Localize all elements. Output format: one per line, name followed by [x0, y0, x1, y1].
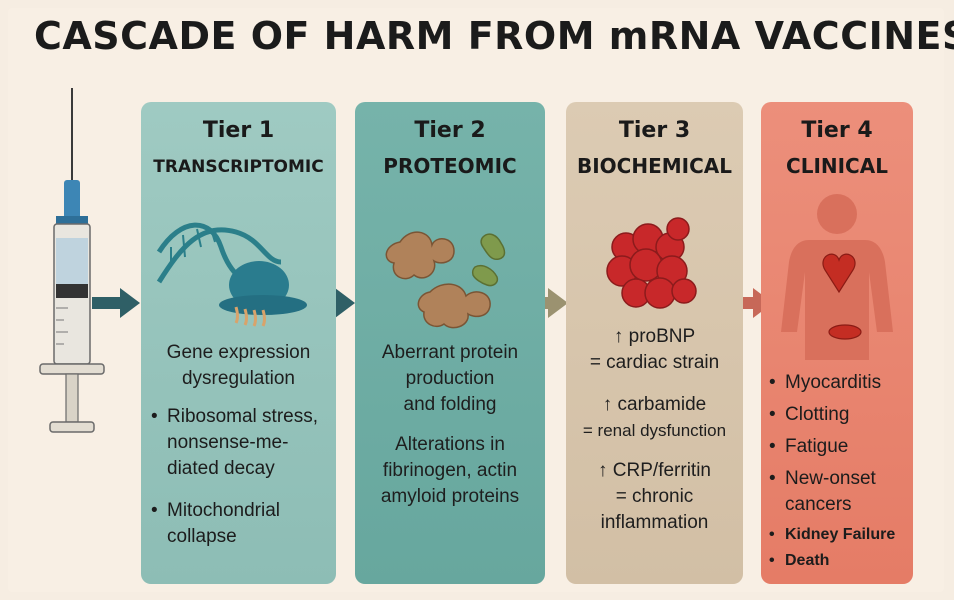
- tier4-bullet: •Clotting: [769, 404, 850, 425]
- tier1-name: TRANSCRIPTOMIC: [153, 157, 324, 177]
- tier2-line2: fibrinogen, actin: [382, 460, 518, 481]
- tier2-panel: Tier 2 PROTEOMIC Aberrant protein produc…: [355, 102, 545, 584]
- tier4-label: Tier 4: [801, 118, 873, 143]
- tier1-bullet-text: diated decay: [167, 458, 275, 479]
- tier3-marker-effect: inflammation: [600, 512, 709, 533]
- up-arrow-icon: ↑: [602, 394, 613, 415]
- tier1-bullet-text: Mitochondrial: [167, 500, 280, 521]
- tier3-marker: ↑ CRP/ferritin = chronic inflammation: [566, 458, 743, 536]
- tier4-bullet-text: cancers: [785, 494, 852, 515]
- tier2-name: PROTEOMIC: [383, 154, 517, 178]
- tier3-marker-name: CRP/ferritin: [612, 460, 711, 481]
- tier1-line: Gene expression: [166, 342, 311, 363]
- up-arrow-icon: ↑: [598, 460, 608, 481]
- tier1-bullet: • Mitochondrial collapse: [151, 498, 318, 550]
- tier4-bullet: •Kidney Failure: [769, 526, 896, 543]
- tier2-line: and folding: [403, 394, 497, 415]
- tier2-label: Tier 2: [414, 118, 486, 143]
- tier4-bullet: •Fatigue: [769, 436, 849, 457]
- tier4-name: CLINICAL: [786, 154, 888, 178]
- blood-cell-cluster-icon: [606, 217, 697, 309]
- tier4-bullet-text: New-onset: [785, 468, 876, 489]
- tier2-line: Aberrant protein: [381, 342, 519, 363]
- tier3-panel: Tier 3 BIOCHEMICAL ↑ proBNP = cardiac st…: [566, 102, 743, 584]
- tier3-marker: ↑ carbamide = renal dysfunction: [566, 392, 743, 444]
- syringe-icon: [39, 88, 105, 433]
- tier4-bullet-text: Death: [785, 552, 830, 569]
- infographic-title: CASCADE OF HARM FROM mRNA VACCINES: [34, 14, 954, 58]
- tier4-bullet-text: Myocarditis: [785, 372, 882, 393]
- tier3-name: BIOCHEMICAL: [576, 154, 732, 178]
- tier1-bullet-text: Ribosomal stress,: [167, 406, 318, 427]
- tier2-line2: amyloid proteins: [380, 486, 520, 507]
- dna-ribosome-icon: [156, 222, 307, 327]
- tier3-marker-effect: = cardiac strain: [589, 352, 720, 373]
- tier4-bullet-text: Clotting: [785, 404, 850, 425]
- arrow-to-tier1: [92, 288, 140, 318]
- tier3-marker: ↑ proBNP = cardiac strain: [566, 324, 743, 376]
- tier1-label: Tier 1: [202, 118, 275, 143]
- human-silhouette-icon: [781, 194, 893, 360]
- tier1-bullet: • Ribosomal stress, nonsense-me- diated …: [151, 404, 318, 482]
- tier3-marker-name: carbamide: [617, 394, 707, 415]
- misfolded-protein-icon: [385, 231, 506, 329]
- tier2-line: production: [405, 368, 495, 389]
- tier3-marker-name: proBNP: [628, 326, 696, 347]
- tier4-bullet: •Death: [769, 552, 830, 569]
- tier3-marker-effect: = chronic: [615, 486, 694, 507]
- up-arrow-icon: ↑: [613, 326, 624, 347]
- tier4-bullet-text: Fatigue: [785, 436, 849, 457]
- tier4-panel: Tier 4 CLINICAL •Myocarditis •Clotting •…: [761, 102, 913, 584]
- tier1-bullet-text: collapse: [167, 526, 237, 547]
- tier1-panel: Tier 1 TRANSCRIPTOMIC Gene expression dy…: [141, 102, 336, 584]
- tier2-line2: Alterations in: [395, 434, 505, 455]
- tier3-marker-effect: = renal dysfunction: [582, 421, 727, 440]
- tier1-line: dysregulation: [181, 368, 296, 389]
- tier3-label: Tier 3: [618, 118, 691, 143]
- tier4-bullet-text: Kidney Failure: [785, 526, 896, 543]
- tier1-bullet-text: nonsense-me-: [167, 432, 289, 453]
- tier4-bullet: •Myocarditis: [769, 372, 882, 393]
